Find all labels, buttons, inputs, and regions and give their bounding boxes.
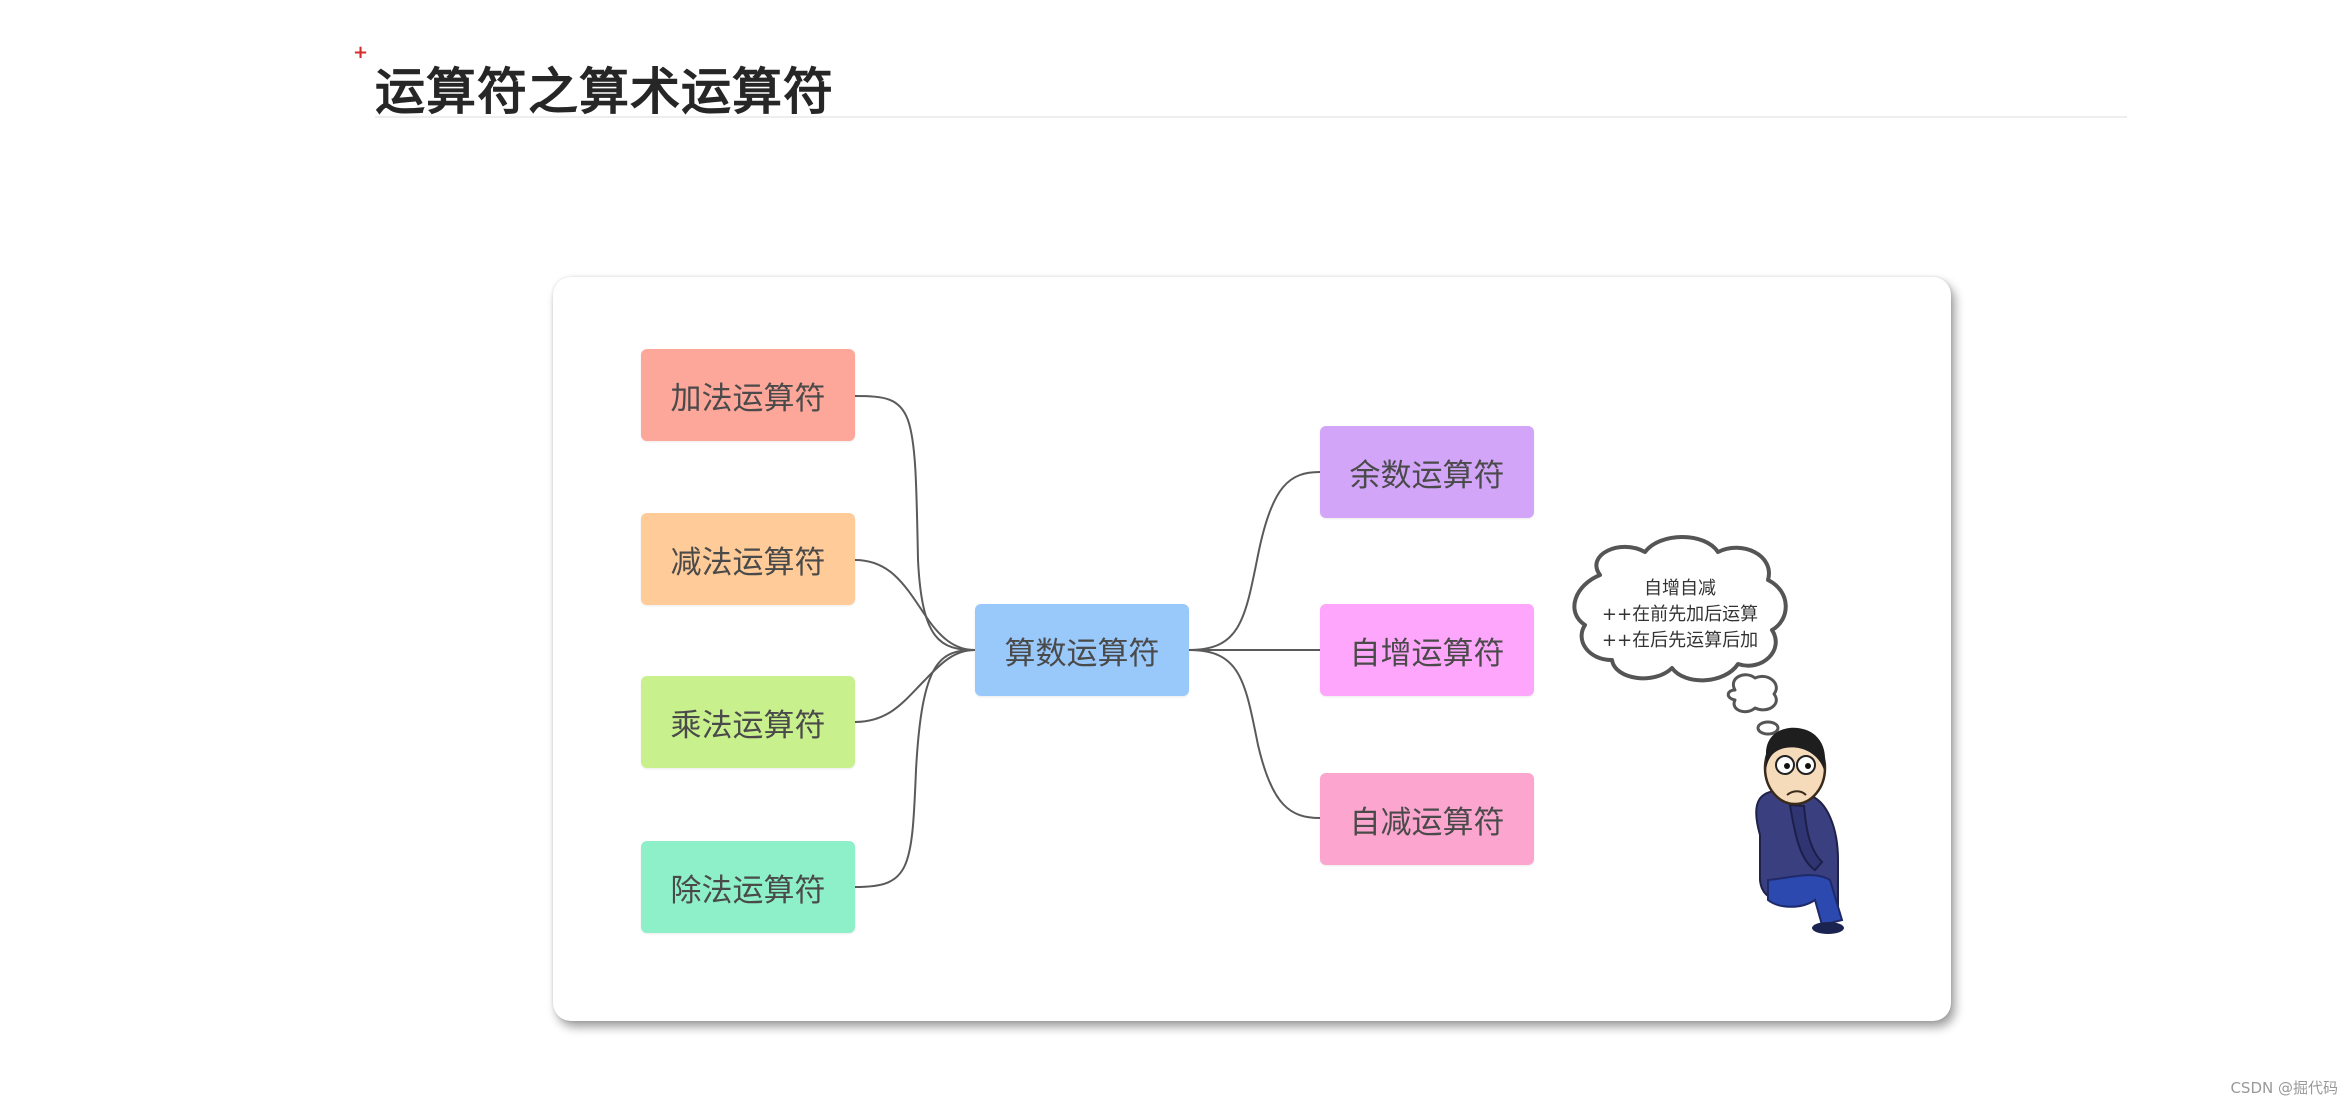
connector-multiply	[854, 649, 976, 723]
watermark: CSDN @掘代码	[2230, 1079, 2338, 1097]
thinking-man-icon	[1755, 727, 1844, 934]
connector-add	[854, 395, 976, 651]
left-node-subtraction[interactable]: 减法运算符	[641, 513, 855, 605]
left-node-addition[interactable]: 加法运算符	[641, 349, 855, 441]
connector-divide	[854, 649, 976, 888]
page-title: 运算符之算术运算符	[375, 63, 834, 121]
right-node-remainder[interactable]: 余数运算符	[1320, 426, 1534, 518]
anchor-plus-icon[interactable]: +	[353, 42, 369, 63]
thought-line-1: 自增自减	[1644, 578, 1716, 599]
thought-bubble-text: 自增自减 ++在前先加后运算 ++在后先运算后加	[1572, 576, 1788, 654]
right-node-decrement[interactable]: 自减运算符	[1320, 773, 1534, 865]
thought-line-2: ++在前先加后运算	[1601, 604, 1759, 625]
title-divider	[375, 116, 2127, 118]
center-node-arithmetic[interactable]: 算数运算符	[975, 604, 1189, 696]
connector-subtract	[854, 559, 976, 651]
left-node-multiplication[interactable]: 乘法运算符	[641, 676, 855, 768]
left-node-division[interactable]: 除法运算符	[641, 841, 855, 933]
right-node-increment[interactable]: 自增运算符	[1320, 604, 1534, 696]
connector-decrement	[1188, 649, 1321, 819]
thought-cloud-icon	[1572, 535, 1788, 736]
thought-line-3: ++在后先运算后加	[1601, 630, 1759, 651]
connector-remainder	[1188, 471, 1321, 651]
